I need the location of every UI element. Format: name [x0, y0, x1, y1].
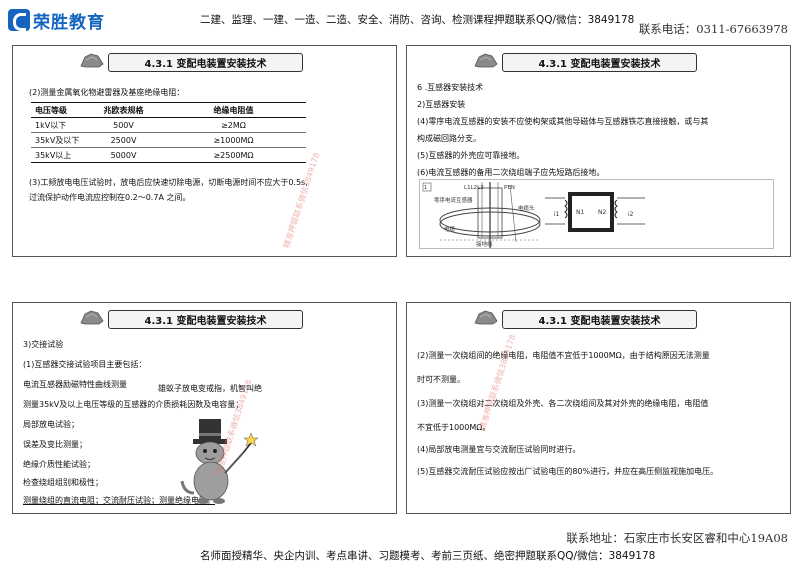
- logo-text: 荣胜教育: [33, 12, 105, 33]
- slide-line: 绝缘介质性能试验；: [23, 460, 95, 469]
- diagram-label: L1L2L3: [464, 185, 484, 191]
- stone-icon: [80, 53, 104, 68]
- slide-line: (5)互感器交流耐压试验应按出厂试验电压的80%进行，并应在高压侧监视施加电压。: [417, 467, 719, 476]
- brand-logo: 荣胜教育: [8, 6, 105, 34]
- table-cell: ≥2500MΩ: [161, 147, 306, 163]
- table-cell: 5000V: [86, 147, 161, 163]
- slide-line: 局部放电试验；: [23, 420, 79, 429]
- magician-cat-illustration: [180, 419, 259, 504]
- side-note: 雄蚁子放电变戒指，机智叫绝: [158, 384, 262, 393]
- slide-line: (5)互感器的外壳应可靠接地。: [417, 151, 525, 160]
- slide-title: 4.3.1 变配电装置安装技术: [80, 310, 303, 329]
- slide-line: (2)测量金属氧化物避雷器及基座绝缘电阻：: [29, 88, 185, 97]
- slide-line: 时可不测量。: [417, 375, 465, 384]
- table-cell: 500V: [86, 117, 161, 133]
- slide-panel-4: 4.3.1 变配电装置安装技术 (2)测量一次绕组间的绝缘电阻，电阻值不宜低于1…: [406, 302, 791, 514]
- stone-icon: [80, 310, 104, 325]
- diagram-label: 电缆头: [518, 204, 535, 212]
- slide-line: 构成磁回路分支。: [417, 134, 481, 143]
- slide-line: 2)互感器安装: [417, 100, 466, 109]
- watermark: 精准押题联系微信3849178: [281, 151, 322, 250]
- stone-icon: [474, 310, 498, 325]
- table-cell: 35kV及以下: [31, 132, 86, 148]
- table-header: 电压等级: [31, 102, 86, 118]
- table-row: 1kV以下 500V ≥2MΩ: [31, 117, 306, 133]
- table-header: 兆欧表规格: [86, 102, 161, 118]
- footer-course-line: 名师面授精华、央企内训、考点串讲、习题模考、考前三页纸、绝密押题联系QQ/微信：…: [200, 550, 656, 562]
- diagram-label: N2: [598, 209, 606, 216]
- transformer-diagram: 零序电流互感器 L1L2L3 PEN 电缆 接地线 电缆头 i1 N1 N2 i…: [419, 179, 774, 249]
- slide-line: 不宜低于1000MΩ。: [417, 423, 491, 432]
- diagram-label: 接地线: [476, 240, 493, 248]
- slide-line: 3)交接试验: [23, 340, 64, 349]
- transformer-diagram-svg: 零序电流互感器 L1L2L3 PEN 电缆 接地线 电缆头 i1 N1 N2 i…: [422, 182, 645, 248]
- slide-line: 检查绕组组别和极性；: [23, 478, 103, 487]
- slide-panel-1: 4.3.1 变配电装置安装技术 (2)测量金属氧化物避雷器及基座绝缘电阻： 电压…: [12, 45, 397, 257]
- table-cell: 1kV以下: [31, 117, 86, 133]
- table-header-row: 电压等级 兆欧表规格 绝缘电阻值: [31, 102, 306, 118]
- slide-line: 误差及变比测量；: [23, 440, 87, 449]
- slide-panel-3: 4.3.1 变配电装置安装技术 3)交接试验 (1)互感器交接试验项目主要包括：…: [12, 302, 397, 514]
- diagram-label: 1: [424, 185, 427, 191]
- table-cell: 2500V: [86, 132, 161, 148]
- diagram-label: PEN: [504, 185, 515, 191]
- slide-line: (4)零序电流互感器的安装不应使构架或其他导磁体与互感器铁芯直接接触，或与其: [417, 117, 709, 126]
- table-cell: 35kV以上: [31, 147, 86, 163]
- insulation-table: 电压等级 兆欧表规格 绝缘电阻值 1kV以下 500V ≥2MΩ 35kV及以下…: [31, 102, 306, 163]
- slide-panel-2: 4.3.1 变配电装置安装技术 6 .互感器安装技术 2)互感器安装 (4)零序…: [406, 45, 791, 257]
- table-header: 绝缘电阻值: [161, 102, 306, 118]
- header-course-line: 二建、监理、一建、一造、二造、安全、消防、咨询、检测课程押题联系QQ/微信：38…: [200, 14, 635, 26]
- slide-line: 6 .互感器安装技术: [417, 83, 484, 92]
- slide-line: (4)局部放电测量宜与交流耐压试验同时进行。: [417, 445, 581, 454]
- diagram-label: 零序电流互感器: [434, 196, 473, 204]
- table-row: 35kV以上 5000V ≥2500MΩ: [31, 147, 306, 163]
- footer-address: 联系地址：石家庄市长安区睿和中心19A08: [566, 531, 788, 545]
- slide-line: (3)工频放电电压试验时，放电后应快速切除电源，切断电源时间不应大于0.5s,: [29, 178, 308, 187]
- slide-line: 电流互感器励磁特性曲线测量: [23, 380, 127, 389]
- watermark: 精准押题联系微信3849178: [477, 333, 518, 432]
- stone-icon: [474, 53, 498, 68]
- diagram-label: 电缆: [444, 225, 456, 233]
- table-row: 35kV及以下 2500V ≥1000MΩ: [31, 132, 306, 148]
- slide-line: 过流保护动作电流应控制在0.2～0.7A 之间。: [29, 193, 191, 202]
- slide-title: 4.3.1 变配电装置安装技术: [474, 53, 697, 72]
- slide-line: (2)测量一次绕组间的绝缘电阻，电阻值不宜低于1000MΩ，由于结构原因无法测量: [417, 351, 710, 360]
- slide-title: 4.3.1 变配电装置安装技术: [474, 310, 697, 329]
- slide-title: 4.3.1 变配电装置安装技术: [80, 53, 303, 72]
- table-cell: ≥2MΩ: [161, 117, 306, 133]
- diagram-label: N1: [576, 209, 584, 216]
- slide-line: (6)电流互感器的备用二次绕组端子应先短路后接地。: [417, 168, 605, 177]
- slide-line: (3)测量一次绕组对二次绕组及外壳、各二次绕组间及其对外壳的绝缘电阻，电阻值: [417, 399, 709, 408]
- header-phone: 联系电话：0311-67663978: [638, 22, 788, 36]
- slide-line: (1)互感器交接试验项目主要包括：: [23, 360, 147, 369]
- logo-icon: [8, 9, 30, 31]
- diagram-label: i1: [554, 211, 560, 218]
- slide-line: 测量绕组的直流电阻；交流耐压试验；测量绝缘电阻。: [23, 496, 215, 505]
- diagram-label: i2: [628, 211, 634, 218]
- table-cell: ≥1000MΩ: [161, 132, 306, 148]
- slide-line: 测量35kV及以上电压等级的互感器的介质损耗因数及电容量；: [23, 400, 244, 409]
